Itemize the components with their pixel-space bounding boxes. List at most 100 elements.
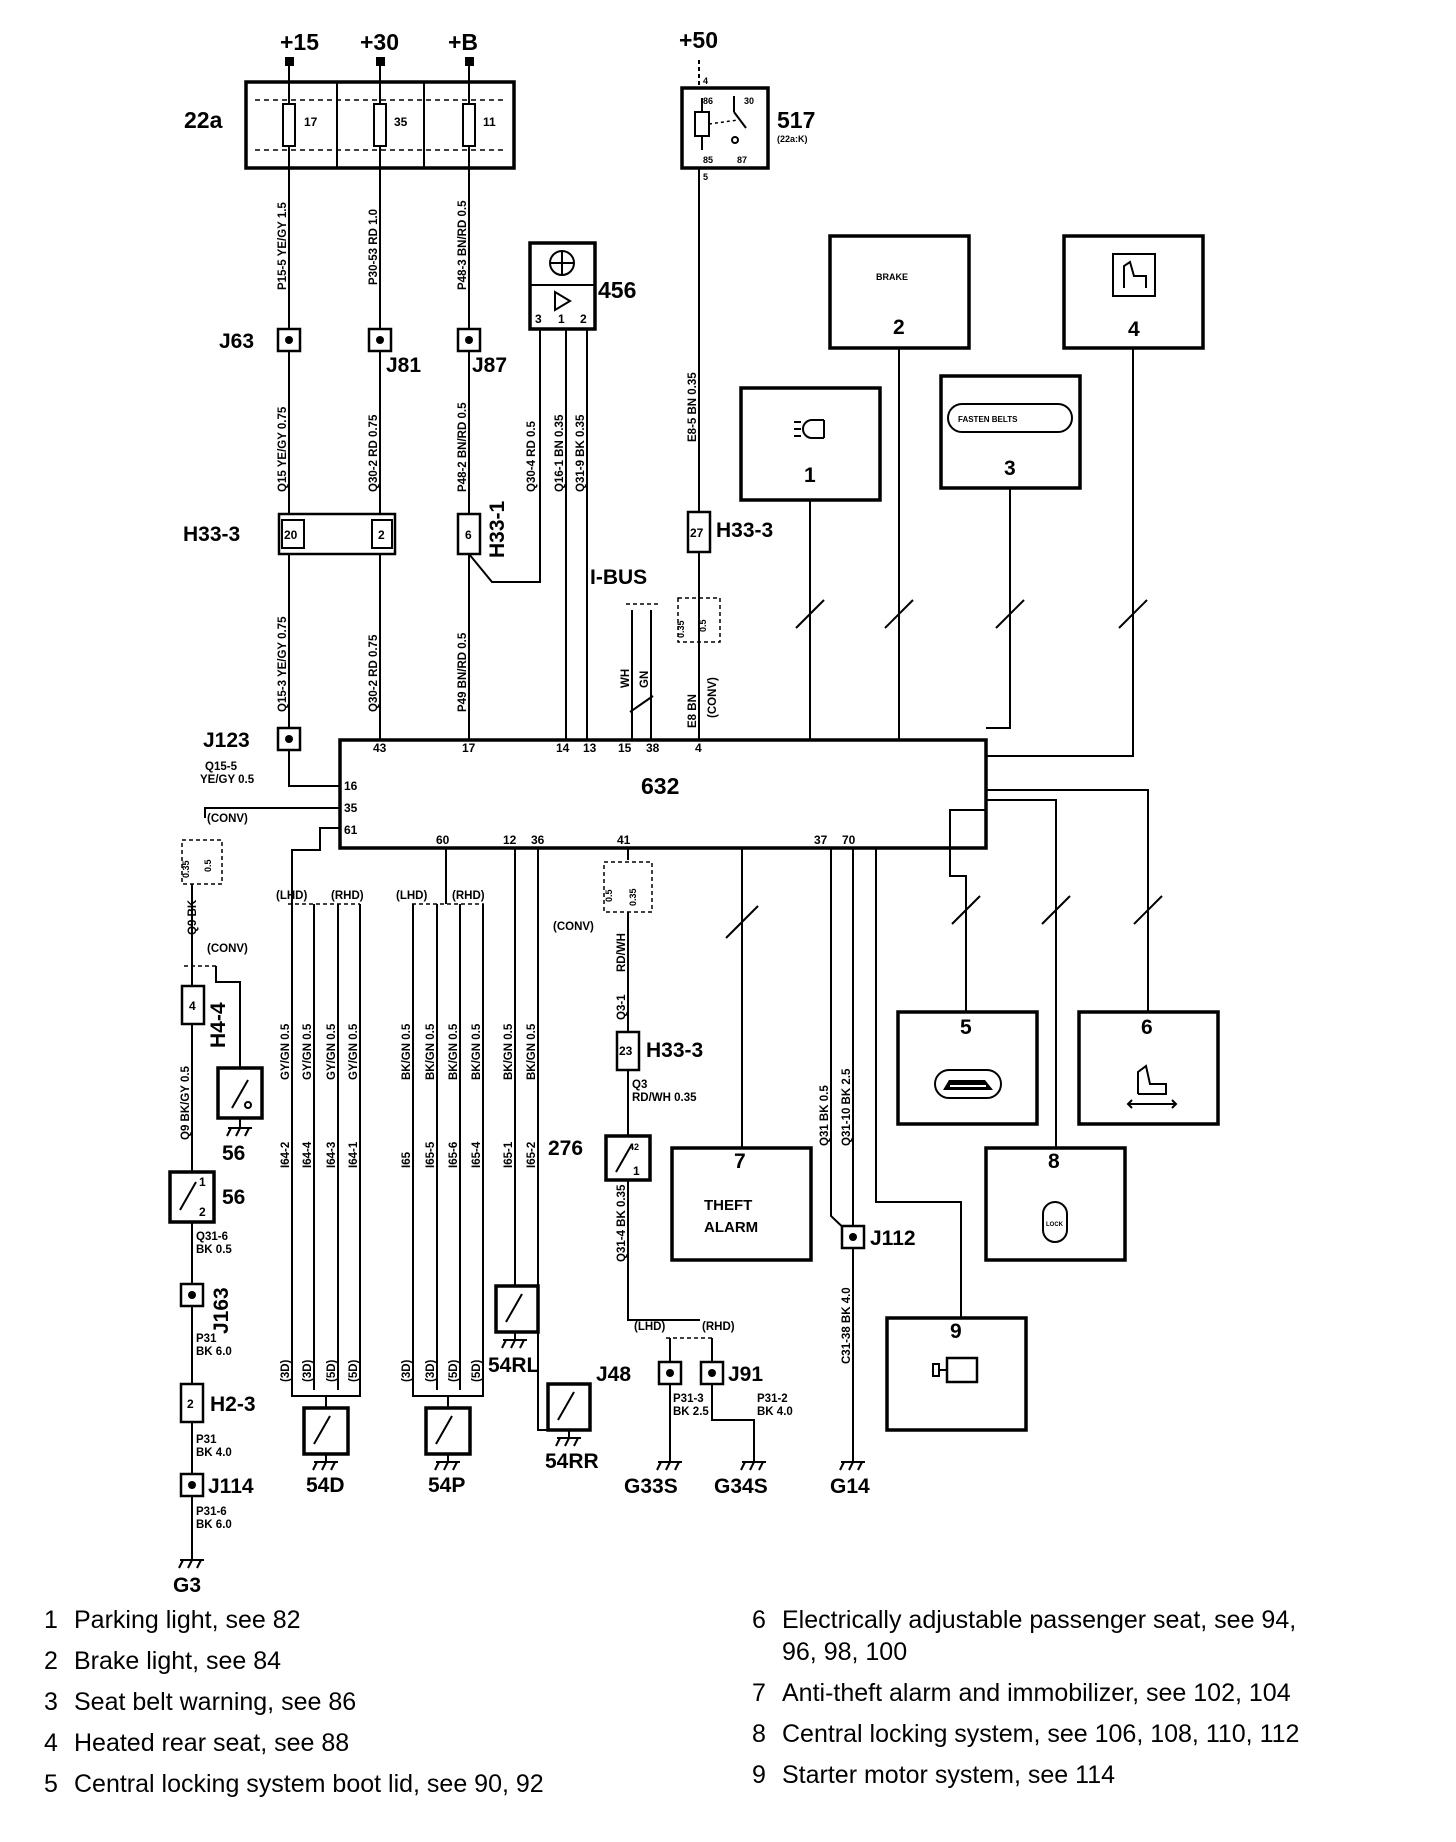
pin-60: 60: [436, 833, 450, 847]
switch-56-pin-2: 2: [199, 1205, 206, 1219]
switch-54rl: 54RL: [488, 1354, 540, 1377]
pin-13: 13: [583, 741, 597, 755]
rear-door-switches: BK/GN 0.5 BK/GN 0.5 I65-1 I65-2 54RL 54R…: [488, 848, 599, 1473]
wire-q31-bk: Q31 BK 0.5: [819, 1085, 831, 1146]
pin-15: 15: [618, 741, 632, 755]
module-632-label: 632: [641, 773, 679, 799]
wire-p31a: P31: [196, 1333, 217, 1345]
wire-q31-6b: BK 0.5: [196, 1244, 232, 1256]
joint-j87: J87: [472, 354, 507, 377]
box-7-number: 7: [734, 1150, 746, 1173]
relay-517: 4 86 30 85 87 517 (22a:K) 5: [680, 60, 815, 512]
pin-43: 43: [373, 741, 387, 755]
wire-p15-5: P15-5 YE/GY 1.5: [277, 202, 289, 290]
pin-2: 2: [378, 528, 385, 542]
connector-h33-3-a: 20 2 H33-3: [183, 512, 397, 556]
supply-15-label: +15: [280, 29, 319, 55]
wire-p31-6b: BK 6.0: [196, 1519, 232, 1531]
connector-h4-4: H4-4: [207, 1002, 230, 1048]
box-1-number: 1: [804, 464, 816, 487]
pin-6: 6: [465, 528, 472, 542]
wire-i65-5: I65-5: [425, 1141, 437, 1168]
wire-0-35: 0.35: [676, 620, 686, 638]
fuse-11-label: 11: [483, 115, 496, 129]
relay-pin-86: 86: [703, 96, 713, 106]
joint-j91: J91: [728, 1363, 763, 1386]
legend-item-6-cont: 96, 98, 100: [782, 1638, 908, 1666]
pin-37: 37: [814, 833, 828, 847]
connector-h33-1: 6 H33-1: [456, 330, 541, 583]
connector-h33-1-label: H33-1: [486, 500, 509, 558]
wire-bkgn-rl: BK/GN 0.5: [503, 1023, 515, 1080]
wire-bkgn-2: BK/GN 0.5: [425, 1023, 437, 1080]
wire-q31-6a: Q31-6: [196, 1231, 228, 1243]
pin-38: 38: [646, 741, 660, 755]
wire-gygn-2: GY/GN 0.5: [302, 1023, 314, 1080]
connector-h33-3b-label: H33-3: [716, 519, 773, 542]
wire-q15-5a: Q15-5: [205, 761, 238, 773]
ground-g34s: G34S: [714, 1475, 768, 1498]
switch-56-upper: 56: [222, 1142, 245, 1165]
wire-i64-3: I64-3: [326, 1142, 338, 1168]
wire-q15: Q15 YE/GY 0.75: [277, 406, 289, 492]
joint-j114: J114: [208, 1475, 254, 1498]
wire-q9-bkgy: Q9 BK/GY 0.5: [180, 1065, 192, 1140]
left-chain: (CONV) 0.35 0.5 Q9 BK (CONV) 4 H4-4 Q9 B…: [168, 807, 340, 1597]
fuse-box-22a: 22a 17 35 11: [184, 80, 516, 170]
wire-i65-4: I65-4: [471, 1141, 483, 1168]
wire-5d-2: (5D): [348, 1359, 360, 1382]
ground-g3: G3: [173, 1574, 201, 1597]
box-8-central-locking: 8 LOCK: [984, 799, 1127, 1262]
wire-lhd-41: (LHD): [634, 1321, 665, 1333]
wire-e8-5: E8-5 BN 0.35: [687, 372, 699, 442]
wire-p31-3b: BK 2.5: [673, 1406, 709, 1418]
wire-q31-9: Q31-9 BK 0.35: [575, 414, 587, 492]
wire-q30-4: Q30-4 RD 0.5: [526, 420, 538, 492]
wire-p48-3: P48-3 BN/RD 0.5: [457, 200, 469, 290]
box-4-heated-seat: 4: [986, 234, 1205, 757]
door-switch-d: (LHD) (RHD) GY/GN 0.5 GY/GN 0.5 GY/GN 0.…: [276, 827, 364, 1497]
box-2-brake-light: BRAKE 2: [828, 234, 971, 740]
box-3-number: 3: [1004, 457, 1016, 480]
wire-p49: P49 BN/RD 0.5: [457, 632, 469, 712]
wire-bkgn-rr: BK/GN 0.5: [526, 1023, 538, 1080]
supply-30-label: +30: [360, 29, 399, 55]
component-456: 3 1 2 456: [528, 241, 636, 740]
pin-35: 35: [344, 801, 358, 815]
joint-j123: J123: [203, 729, 250, 752]
pin-14: 14: [556, 741, 570, 755]
wire-wh: WH: [620, 669, 632, 688]
wire-q31-4: Q31-4 BK 0.35: [616, 1184, 628, 1262]
pin-16: 16: [344, 779, 358, 793]
wire-5d-4: (5D): [471, 1359, 483, 1382]
component-456-label: 456: [598, 277, 636, 303]
wire-i65-2: I65-2: [526, 1142, 538, 1168]
box-3-seat-belt: FASTEN BELTS 3: [939, 374, 1082, 729]
connector-h2-3: H2-3: [210, 1393, 256, 1416]
box-2-number: 2: [893, 316, 905, 339]
wire-bkgn-3: BK/GN 0.5: [448, 1023, 460, 1080]
wire-p31-2a: P31-2: [757, 1393, 788, 1405]
connector-h33-3-b: 27 H33-3 0.35 0.5 E8 BN (CONV): [676, 510, 773, 740]
wire-q16-1: Q16-1 BN 0.35: [554, 414, 566, 492]
supply-wires: [288, 168, 470, 740]
c456-pin-1: 1: [558, 312, 565, 326]
wire-p48-2: P48-2 BN/RD 0.5: [457, 402, 469, 492]
wire-3d-3: (3D): [401, 1359, 413, 1382]
wire-i64-4: I64-4: [302, 1141, 314, 1168]
ground-g14: G14: [830, 1475, 870, 1498]
wire-lhd-p: (LHD): [396, 890, 427, 902]
theft-label: THEFT: [704, 1197, 752, 1214]
pin-36: 36: [531, 833, 545, 847]
switch-276-pin-1: 1: [633, 1164, 640, 1178]
wire-i65-6: I65-6: [448, 1142, 460, 1168]
wire-i65: I65: [401, 1151, 413, 1168]
box-9-number: 9: [950, 1320, 962, 1343]
